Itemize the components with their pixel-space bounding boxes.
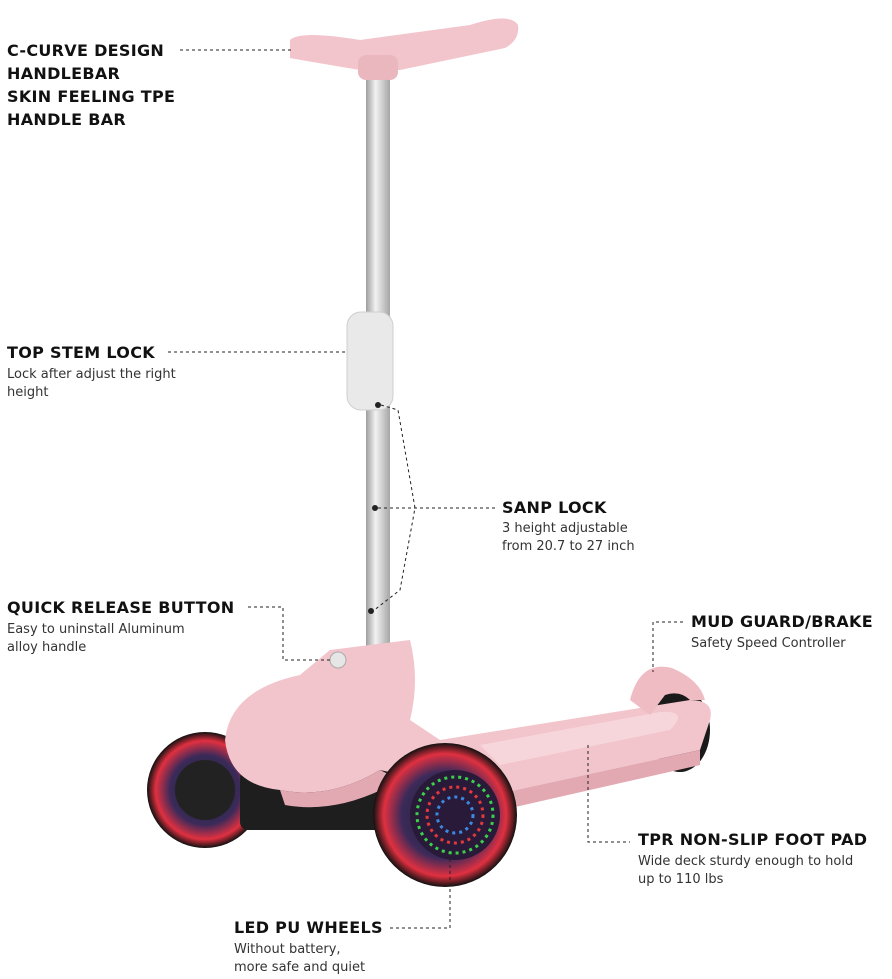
- callout-title: TOP STEM LOCK: [7, 343, 155, 362]
- callout-desc: up to 110 lbs: [638, 872, 724, 887]
- callout-title: SKIN FEELING TPE: [7, 87, 176, 106]
- callout-desc: alloy handle: [7, 640, 87, 655]
- leader-mud-guard: [652, 621, 683, 672]
- callout-desc: more safe and quiet: [234, 960, 366, 975]
- callout-desc: height: [7, 385, 49, 400]
- leader-quick-release: [248, 606, 330, 661]
- leader-snap-lock: [372, 404, 496, 612]
- callout-title: HANDLE BAR: [7, 110, 127, 129]
- callout-desc: 3 height adjustable: [502, 521, 628, 536]
- stem-lock: [346, 311, 394, 411]
- quick-release-button: [329, 651, 347, 669]
- leader-wheels: [390, 855, 451, 929]
- callout-title: HANDLEBAR: [7, 64, 121, 83]
- mud-guard: [630, 666, 705, 715]
- callout-desc: Easy to uninstall Aluminum: [7, 622, 185, 637]
- callout-title: SANP LOCK: [502, 498, 607, 517]
- handlebar: [290, 18, 519, 70]
- callout-title: LED PU WHEELS: [234, 918, 383, 937]
- leader-foot-pad: [587, 745, 630, 843]
- callout-title: QUICK RELEASE BUTTON: [7, 598, 235, 617]
- callout-title: MUD GUARD/BRAKE: [691, 612, 873, 631]
- callout-desc: Without battery,: [234, 942, 341, 957]
- callout-title: C-CURVE DESIGN: [7, 41, 165, 60]
- callout-desc: Lock after adjust the right: [7, 367, 176, 382]
- callout-desc: Safety Speed Controller: [691, 636, 846, 651]
- callout-desc: Wide deck sturdy enough to hold: [638, 854, 854, 869]
- callout-desc: from 20.7 to 27 inch: [502, 539, 635, 554]
- callout-title: TPR NON-SLIP FOOT PAD: [638, 830, 868, 849]
